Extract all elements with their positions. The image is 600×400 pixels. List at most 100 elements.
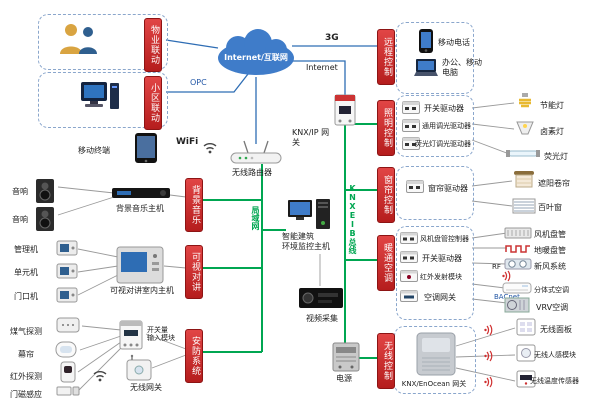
- fan-coil-icon: [504, 227, 532, 239]
- desktop-computer-icon: [80, 80, 120, 112]
- label-knx-ip-gateway: KNX/IP 网关: [292, 128, 330, 147]
- rf-wave-icon: [484, 376, 496, 388]
- intercom-host-icon: [116, 246, 164, 284]
- dimmer-actuator-icon: [402, 119, 420, 132]
- label-vrv-ac: VRV空调: [536, 303, 569, 312]
- curtain-actuator-icon: [406, 180, 424, 193]
- property-group-box: [38, 14, 168, 70]
- label-fluorescent-dimmer: 荧光灯调光驱动器: [415, 140, 471, 148]
- fcu-controller-icon: [400, 232, 418, 244]
- tablet-icon: [134, 132, 158, 164]
- rf-wave-icon: [484, 324, 496, 336]
- fluorescent-lamp-icon: [506, 149, 540, 158]
- fluorescent-dimmer-icon: [402, 137, 420, 150]
- rf-wave-icon: [502, 270, 514, 282]
- wireless-router-icon: [228, 140, 284, 166]
- split-ac-icon: [502, 282, 532, 294]
- door-machine-icon: [56, 287, 78, 303]
- label-intercom-host: 可视对讲室内主机: [110, 286, 174, 295]
- label-door-machine: 门口机: [14, 292, 38, 301]
- group-label-community: 小区联动: [144, 76, 162, 130]
- wireless-panel-icon: [516, 318, 536, 336]
- group-label-curtain: 窗帘控制: [377, 167, 395, 223]
- knx-ip-gateway-icon: [334, 94, 356, 126]
- switch-actuator-icon: [400, 251, 418, 263]
- mobile-phone-icon: [418, 28, 434, 54]
- label-router: 无线路由器: [232, 168, 272, 177]
- label-door-magnet: 门磁感应: [10, 390, 42, 399]
- label-3g: 3G: [325, 33, 339, 43]
- wireless-temp-icon: [516, 370, 536, 388]
- group-label-hvac: 暖通空调: [377, 235, 395, 291]
- label-fan-coil: 风机盘管: [534, 230, 566, 239]
- power-supply-icon: [332, 342, 360, 372]
- ir-transmitter-icon: [400, 270, 418, 282]
- door-magnet-icon: [56, 385, 80, 397]
- label-blinds: 百叶窗: [538, 203, 562, 212]
- cloud-label: Internet/互联网: [224, 53, 288, 62]
- label-wireless-panel: 无线面板: [540, 325, 572, 334]
- label-fcu-controller: 风机盘管控制器: [420, 235, 469, 243]
- label-curtain-sensor: 幕帘: [18, 350, 34, 359]
- label-speaker-b: 音响: [12, 215, 28, 224]
- wifi-icon: [92, 368, 108, 382]
- label-dimmer: 通用调光驱动器: [422, 122, 471, 130]
- speaker-icon: [34, 178, 56, 204]
- label-gas-detector: 煤气探测: [10, 327, 42, 336]
- people-icon: [56, 22, 102, 58]
- unit-machine-icon: [56, 263, 78, 279]
- rf-wave-icon: [484, 350, 496, 362]
- manager-unit-icon: [56, 240, 78, 256]
- label-switch-actuator-2: 开关驱动器: [422, 254, 462, 263]
- gas-detector-icon: [56, 317, 80, 333]
- switch-actuator-icon: [402, 101, 420, 114]
- label-fresh-air: 新风系统: [534, 262, 566, 271]
- label-opc: OPC: [190, 78, 207, 87]
- label-office-pc: 办公、移动 电脑: [442, 58, 482, 77]
- halogen-lamp-icon: [514, 120, 536, 136]
- curtain-sensor-icon: [54, 341, 78, 358]
- energy-lamp-icon: [514, 92, 536, 112]
- group-label-security: 安防系统: [185, 329, 203, 383]
- label-bacnet: BACnet: [494, 293, 520, 301]
- lighting-group-box: [396, 95, 474, 157]
- label-switch-actuator: 开关驱动器: [424, 104, 464, 113]
- curtain-group-box: [396, 166, 474, 220]
- label-di-module: 开关量 输入模块: [147, 326, 175, 343]
- monitor-host-icon: [286, 198, 340, 230]
- wifi-icon: [202, 140, 218, 154]
- group-label-wireless: 无线控制: [377, 333, 395, 389]
- label-wifi: WiFi: [176, 137, 199, 147]
- fresh-air-icon: [504, 258, 532, 270]
- roller-shade-icon: [512, 170, 536, 190]
- group-label-lighting: 照明控制: [377, 100, 395, 156]
- label-knx-bus: KNXEIB总线: [348, 184, 357, 254]
- hvac-group-box: [396, 226, 474, 320]
- wireless-motion-icon: [516, 344, 536, 362]
- label-power: 电源: [336, 374, 352, 383]
- label-internet: Internet: [306, 63, 338, 72]
- di-module-icon: [119, 320, 143, 350]
- label-wireless-motion: 无线人感模块: [534, 351, 576, 359]
- label-ir-transmitter: 红外发射模块: [420, 273, 462, 281]
- label-wireless-temp: 无线温度传感器: [530, 377, 579, 385]
- community-group-box: [38, 72, 168, 128]
- group-label-remote: 远程控制: [377, 29, 395, 85]
- label-infrared-detector: 红外探测: [10, 372, 42, 381]
- wireless-gateway-icon: [126, 354, 152, 381]
- label-rf: RF: [492, 263, 501, 271]
- label-fluorescent-lamp: 荧光灯: [544, 152, 568, 161]
- label-monitor-host: 智能建筑 环境监控主机: [282, 232, 330, 251]
- video-capture-icon: [298, 284, 344, 312]
- label-manager-unit: 管理机: [14, 245, 38, 254]
- label-split-ac: 分体式空调: [534, 286, 569, 294]
- group-label-property: 物业联动: [144, 18, 162, 72]
- floor-heating-icon: [504, 243, 532, 254]
- label-mobile-terminal: 移动终端: [78, 146, 110, 155]
- infrared-detector-icon: [60, 361, 76, 383]
- label-wireless-gateway: 无线网关: [130, 383, 162, 392]
- ac-gateway-icon: [400, 290, 418, 302]
- device-lines: [57, 102, 516, 392]
- internet-lines: [165, 39, 397, 144]
